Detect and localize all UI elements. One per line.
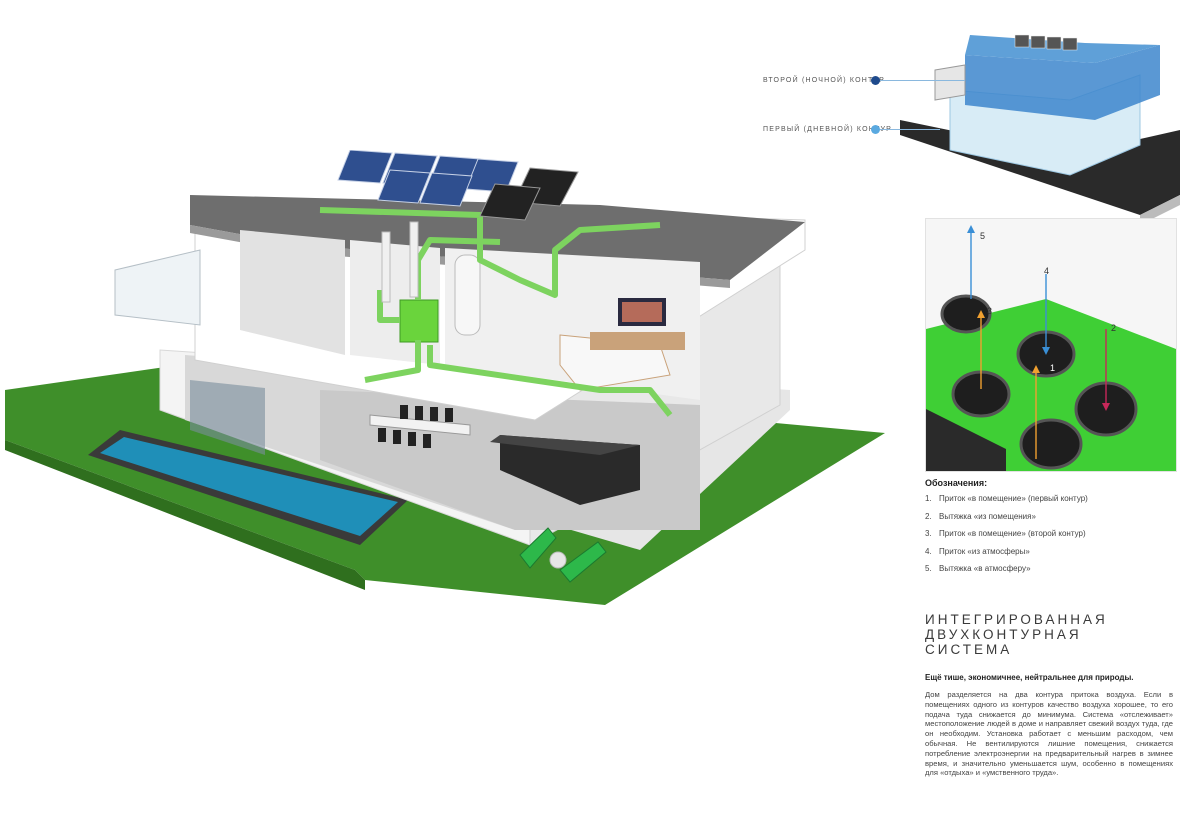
deck-chairs — [519, 527, 607, 583]
page-title: ИНТЕГРИРОВАННАЯ ДВУХКОНТУРНАЯ СИСТЕМА — [925, 612, 1108, 657]
ventilation-unit-detail: 5 4 2 3 1 — [925, 218, 1177, 472]
balcony — [114, 249, 201, 326]
first-circuit-leader-line — [880, 129, 940, 130]
marker-4: 4 — [1044, 266, 1049, 276]
dining-table — [369, 414, 471, 436]
legend-item: 3.Приток «в помещение» (второй контур) — [925, 529, 1086, 538]
legend-title: Обозначения: — [925, 478, 988, 488]
marker-5: 5 — [980, 231, 985, 241]
second-circuit-leader-line — [880, 80, 965, 81]
solar-panels — [337, 150, 519, 207]
sun-icon — [871, 125, 880, 134]
subtitle: Ещё тише, экономичнее, нейтральнее для п… — [925, 673, 1134, 682]
legend-item: 1.Приток «в помещение» (первый контур) — [925, 494, 1088, 503]
house-cutaway-illustration — [5, 150, 885, 605]
legend-item: 2.Вытяжка «из помещения» — [925, 511, 1036, 521]
roof — [190, 195, 805, 280]
marker-3: 3 — [987, 306, 992, 316]
description-text: Дом разделяется на два контура притока в… — [925, 690, 1173, 778]
ventilation-unit — [399, 299, 439, 343]
two-circuit-house-diagram — [900, 34, 1180, 225]
title-line-1: ИНТЕГРИРОВАННАЯ — [925, 612, 1108, 627]
legend-list: 1.Приток «в помещение» (первый контур) 2… — [925, 493, 1195, 581]
marker-2: 2 — [1111, 323, 1116, 333]
title-line-3: СИСТЕМА — [925, 642, 1013, 657]
second-circuit-label: второй (ночной) контур — [763, 77, 885, 84]
boiler — [454, 254, 481, 336]
second-circuit-zone — [965, 45, 1160, 120]
first-circuit-label: первый (дневной) контур — [763, 126, 892, 133]
moon-icon — [871, 76, 880, 85]
marker-1: 1 — [1050, 363, 1055, 373]
title-line-2: ДВУХКОНТУРНАЯ — [925, 627, 1082, 642]
legend-item: 5.Вытяжка «в атмосферу» — [925, 564, 1031, 573]
legend-item: 4.Приток «из атмосферы» — [925, 546, 1030, 556]
ventilation-unit-closeup: 5 4 2 3 1 — [926, 219, 1176, 471]
